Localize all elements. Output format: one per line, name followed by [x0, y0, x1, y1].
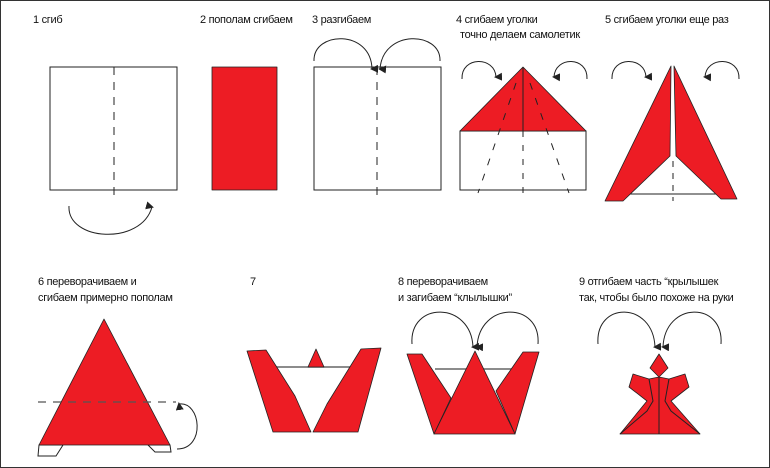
fold-arrow-right-icon — [703, 61, 740, 82]
step-2-figure — [211, 66, 278, 191]
step-1-label: 1 сгиб — [33, 14, 62, 26]
fold-arrow-left-icon — [411, 311, 480, 351]
fold-arrow-icon — [68, 201, 154, 235]
unfold-arrow-right-icon — [378, 38, 441, 74]
step-5-figure — [604, 61, 740, 202]
unfold-arrow-left-icon — [313, 38, 379, 73]
fold-arrow-icon — [175, 402, 198, 450]
fold-arrow-right-icon — [552, 61, 588, 82]
step-1-figure — [49, 66, 178, 235]
step-6-figure — [37, 318, 198, 457]
step-6-label-line1: 6 переворачиваем и — [38, 276, 137, 288]
step-8-figure — [406, 311, 540, 435]
step-3-label: 3 разгибаем — [312, 14, 371, 26]
step-4-figure — [459, 61, 588, 198]
step-9-figure — [597, 311, 722, 435]
step-9-label-line1: 9 отгибаем часть “крылышек — [579, 276, 719, 288]
step-4-label-line2: точно делаем самолетик — [460, 29, 580, 41]
fold-arrow-left-icon — [597, 311, 662, 351]
fold-arrow-left-icon — [611, 61, 653, 81]
fold-arrow-right-icon — [661, 311, 722, 352]
step-3-figure — [313, 38, 442, 198]
fold-arrow-left-icon — [461, 61, 503, 81]
fold-arrow-right-icon — [475, 311, 539, 352]
step-7-label: 7 — [250, 276, 256, 288]
step-7-figure — [246, 347, 382, 433]
step-9-label-line2: так, чтобы было похоже на руки — [579, 292, 734, 304]
step-6-label-line2: сгибаем примерно пополам — [38, 292, 173, 304]
step-5-label: 5 сгибаем уголки еще раз — [605, 14, 729, 26]
step-4-label-line1: 4 сгибаем уголки — [456, 14, 538, 26]
step-2-label: 2 пополам сгибаем — [200, 14, 293, 26]
step-8-label-line2: и загибаем “клылышки” — [398, 292, 512, 304]
step-8-label-line1: 8 переворачиваем — [398, 276, 488, 288]
